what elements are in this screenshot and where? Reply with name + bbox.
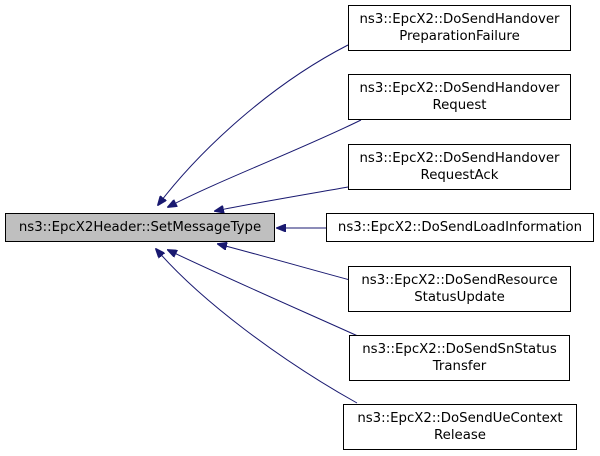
edges-layer [156, 44, 362, 404]
caller-node-label-line1: ns3::EpcX2::DoSendSnStatus [362, 342, 557, 357]
caller-node-label-line2: StatusUpdate [414, 290, 505, 305]
caller-node-label-line1: ns3::EpcX2::DoSendLoadInformation [337, 220, 583, 235]
edge-handover-request [168, 119, 362, 207]
edge-preparation-failure [158, 44, 349, 205]
caller-node-do-send-resource-status-update[interactable]: ns3::EpcX2::DoSendResource StatusUpdate [348, 266, 571, 312]
caller-node-label-line2: RequestAck [420, 168, 499, 183]
caller-node-label-line1: ns3::EpcX2::DoSendResource [361, 273, 558, 288]
root-node-label: ns3::EpcX2Header::SetMessageType [18, 220, 262, 235]
caller-node-do-send-handover-request-ack[interactable]: ns3::EpcX2::DoSendHandover RequestAck [348, 144, 571, 190]
caller-node-do-send-sn-status-transfer[interactable]: ns3::EpcX2::DoSendSnStatus Transfer [349, 335, 570, 381]
edge-ue-context-release [156, 249, 358, 404]
caller-node-label-line1: ns3::EpcX2::DoSendHandover [359, 81, 560, 96]
caller-node-do-send-ue-context-release[interactable]: ns3::EpcX2::DoSendUeContext Release [343, 404, 577, 450]
caller-node-label-line2: Release [434, 428, 486, 443]
edge-handover-request-ack [215, 186, 349, 211]
caller-node-label-line1: ns3::EpcX2::DoSendHandover [359, 12, 560, 27]
edge-resource-status [218, 244, 351, 281]
caller-node-do-send-load-information[interactable]: ns3::EpcX2::DoSendLoadInformation [326, 213, 594, 242]
caller-node-do-send-handover-preparation-failure[interactable]: ns3::EpcX2::DoSendHandover PreparationFa… [348, 5, 571, 51]
caller-node-label-line2: PreparationFailure [399, 29, 520, 44]
root-node-set-message-type: ns3::EpcX2Header::SetMessageType [5, 213, 275, 242]
caller-node-label-line2: Request [432, 98, 487, 113]
caller-node-do-send-handover-request[interactable]: ns3::EpcX2::DoSendHandover Request [348, 74, 571, 120]
caller-node-label-line1: ns3::EpcX2::DoSendHandover [359, 151, 560, 166]
caller-node-label-line1: ns3::EpcX2::DoSendUeContext [357, 411, 563, 426]
caller-node-label-line2: Transfer [432, 359, 487, 374]
edge-sn-status-transfer [168, 250, 361, 338]
